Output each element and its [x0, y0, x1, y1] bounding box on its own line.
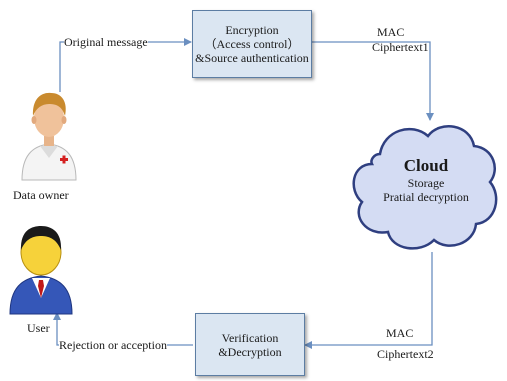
encryption-box-line2: （Access control） [204, 37, 300, 51]
cloud-storage-text: Storage [407, 176, 445, 190]
cloud-decryption-text: Pratial decryption [383, 190, 469, 204]
arrow-owner-to-encryption [59, 38, 192, 92]
mac-bottom-label: MAC [386, 326, 414, 340]
arrow-cloud-to-verification [304, 252, 433, 349]
doctor-person-icon [21, 92, 77, 181]
user-label: User [27, 321, 50, 335]
arrow-encryption-to-cloud [310, 41, 434, 121]
verification-box: Verification &Decryption [195, 313, 305, 376]
encryption-box: Encryption （Access control） &Source auth… [192, 10, 312, 78]
data-owner-label: Data owner [13, 188, 69, 202]
mac-top-label: MAC [377, 25, 405, 39]
cloud-label-group: Cloud Storage Pratial decryption [356, 156, 496, 204]
rejection-label: Rejection or acception [59, 338, 167, 352]
cloud-title: Cloud [403, 156, 449, 175]
verification-box-line2: &Decryption [218, 344, 282, 359]
cloud-shape [352, 125, 498, 250]
verification-box-line1: Verification [221, 330, 279, 345]
ciphertext1-label: Ciphertext1 [372, 40, 429, 54]
original-message-label: Original message [64, 35, 148, 49]
encryption-box-line3: &Source authentication [195, 51, 309, 65]
ciphertext2-label: Ciphertext2 [377, 347, 434, 361]
encryption-box-line1: Encryption [225, 23, 279, 37]
user-person-icon [9, 226, 73, 315]
